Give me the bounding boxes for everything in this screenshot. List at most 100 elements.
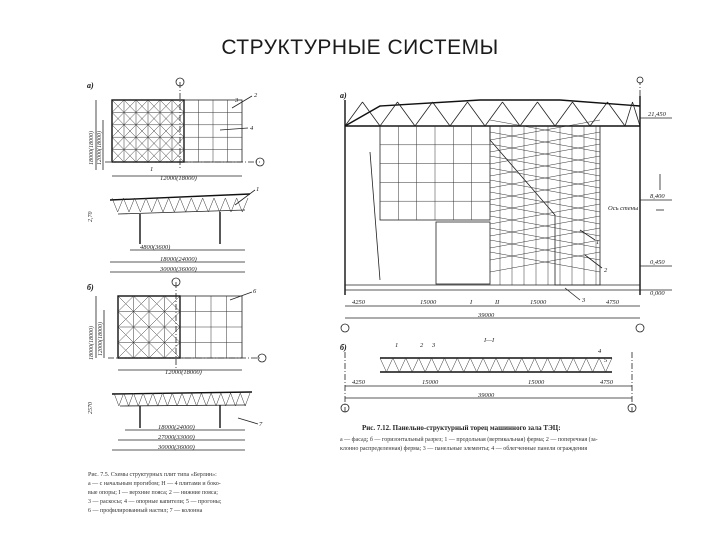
- truss-web: [534, 357, 542, 373]
- roof-truss-web: [379, 101, 398, 127]
- right-total-b: 39000: [477, 392, 495, 399]
- facade-diag: [489, 155, 601, 177]
- left-caption-line-5: 6 — профилированный настил; 7 — колонна: [88, 507, 203, 514]
- truss-web: [152, 392, 158, 407]
- truss-web: [118, 392, 124, 407]
- left-side-dim-a: 2,70: [88, 212, 94, 223]
- left-section-b: 2570 18000(24000) 27000(33000) 30000(360…: [88, 391, 263, 451]
- left-dim-a2: 4800(3600): [140, 244, 170, 251]
- roof-truss-web: [467, 101, 486, 127]
- truss-web: [495, 357, 503, 373]
- diagonal-brace: [111, 99, 125, 113]
- section-label: I—I: [483, 337, 495, 344]
- truss-web: [111, 197, 118, 213]
- diagonal-brace: [164, 326, 181, 343]
- left-dim-vert-a: 18000(18000): [88, 131, 95, 165]
- truss-web: [553, 357, 561, 373]
- right-caption-line-1: а — фасад; б — горизонтальный разрез; 1 …: [340, 436, 598, 443]
- truss-web: [399, 357, 407, 373]
- diagonal-brace: [164, 295, 181, 312]
- truss-web: [489, 357, 497, 373]
- truss-web: [585, 357, 593, 373]
- right-dim-b3: 15000: [528, 379, 545, 386]
- truss-web: [236, 197, 243, 213]
- truss-web: [147, 392, 154, 407]
- truss-web: [482, 357, 490, 373]
- right-label-a: а): [340, 91, 347, 100]
- right-label-b: б): [340, 343, 347, 352]
- right-facade: [345, 119, 640, 291]
- truss-web: [508, 357, 516, 373]
- truss-web: [424, 357, 432, 373]
- elev-3: 0,450: [650, 259, 665, 266]
- left-dim-a-num: 1: [150, 166, 153, 173]
- diagonal-brace: [135, 124, 149, 138]
- roof-truss-web: [589, 101, 608, 127]
- facade-diag: [489, 119, 601, 141]
- right-roof-truss: [344, 76, 644, 295]
- left-dim-vert-b: 18000(18000): [88, 326, 95, 360]
- facade-diag: [489, 143, 601, 165]
- truss-web: [202, 197, 209, 213]
- facade-diag: [489, 167, 601, 189]
- truss-web: [605, 357, 613, 373]
- roof-truss-web: [432, 101, 451, 127]
- left-callout-4: 4: [250, 125, 254, 132]
- diagonal-brace: [171, 112, 185, 125]
- truss-web: [168, 197, 175, 213]
- right-callout-b5: 5: [604, 357, 608, 364]
- truss-web: [220, 392, 226, 407]
- roof-truss-web: [632, 101, 641, 127]
- truss-web: [140, 197, 147, 213]
- diagonal-brace: [117, 295, 134, 312]
- truss-web: [174, 197, 181, 213]
- diagonal-brace: [117, 326, 134, 343]
- right-dim-b4: 4750: [600, 379, 614, 386]
- right-dim-a5: 15000: [530, 299, 547, 306]
- truss-web: [225, 392, 231, 407]
- left-caption-line-3: вые опоры; I — верхние пояса; 2 — нижние…: [88, 490, 218, 496]
- diagonal-brace: [123, 137, 137, 150]
- right-dim-a6: 4750: [606, 299, 620, 306]
- left-caption: Рис. 7.5. Схемы структурных плит типа «Б…: [88, 472, 222, 514]
- truss-web: [210, 392, 217, 407]
- roof-truss-web: [572, 101, 591, 127]
- right-callout-b1: 1: [395, 342, 398, 349]
- diagonal-brace: [147, 149, 161, 163]
- truss-web: [463, 357, 471, 373]
- right-caption-title: Рис. 7.12. Панельно-структурный торец ма…: [362, 424, 561, 432]
- diagonal-brace: [159, 149, 173, 163]
- left-plan-a: 18000(18000) 12000(18000) 12000(18000) 1…: [88, 77, 265, 182]
- diagonal-brace: [147, 137, 161, 150]
- right-callout-b4: 4: [598, 348, 602, 355]
- roof-truss-web: [624, 101, 633, 127]
- left-caption-line-1: Рис. 7.5. Схемы структурных плит типа «Б…: [88, 472, 217, 478]
- left-dim-a3: 18000(24000): [160, 256, 197, 263]
- truss-web: [213, 197, 220, 213]
- truss-web: [405, 357, 413, 373]
- left-dim-a1: 12000(18000): [160, 175, 197, 182]
- left-dim-bot2: 27000(33000): [158, 434, 195, 441]
- left-dim-bot1: 18000(24000): [158, 424, 195, 431]
- diagonal-brace: [147, 112, 161, 125]
- truss-web: [162, 392, 168, 407]
- diagonal-brace: [164, 311, 181, 328]
- facade-diag: [489, 203, 601, 225]
- truss-web: [191, 197, 198, 213]
- roof-truss-web: [519, 101, 538, 127]
- right-callout-2: 2: [604, 267, 608, 274]
- left-callout-3: 3: [234, 97, 239, 104]
- left-dim-bot3: 30000(36000): [157, 444, 195, 451]
- truss-web: [431, 357, 439, 373]
- diagonal-brace: [159, 112, 173, 125]
- left-dim-vert-a2: 12000(18000): [96, 131, 103, 165]
- diagonal-brace: [133, 326, 150, 343]
- right-callout-b3: 3: [431, 342, 436, 349]
- diagonal-brace: [171, 137, 185, 150]
- truss-web: [176, 392, 183, 407]
- right-callout-3: 3: [581, 297, 586, 304]
- truss-web: [244, 392, 251, 407]
- right-figure: а) 21,450 8,400: [340, 76, 672, 452]
- roof-truss-web: [537, 101, 556, 127]
